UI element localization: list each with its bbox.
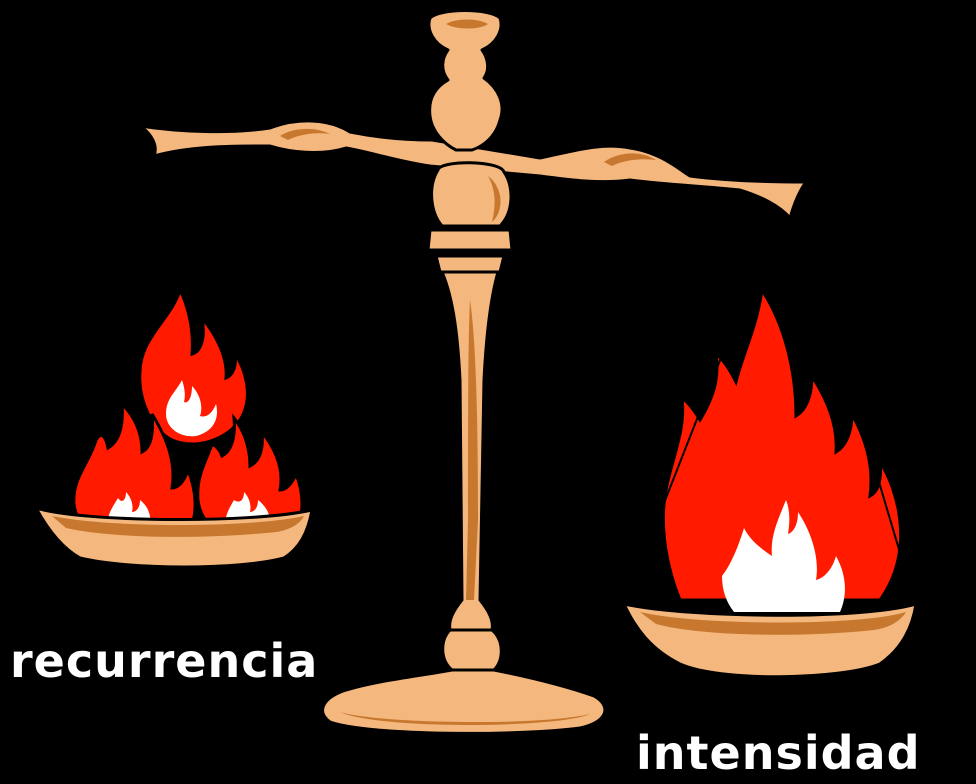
intensity-label: intensidad: [636, 726, 921, 780]
top-flame: [138, 285, 249, 446]
scale-hub: [430, 161, 513, 228]
scale-base: [321, 668, 607, 735]
large-flame-icon: [661, 285, 903, 612]
scale-finial: [427, 9, 504, 152]
balance-scale-icon: [34, 9, 918, 735]
recurrence-label: recurrencia: [10, 634, 319, 688]
